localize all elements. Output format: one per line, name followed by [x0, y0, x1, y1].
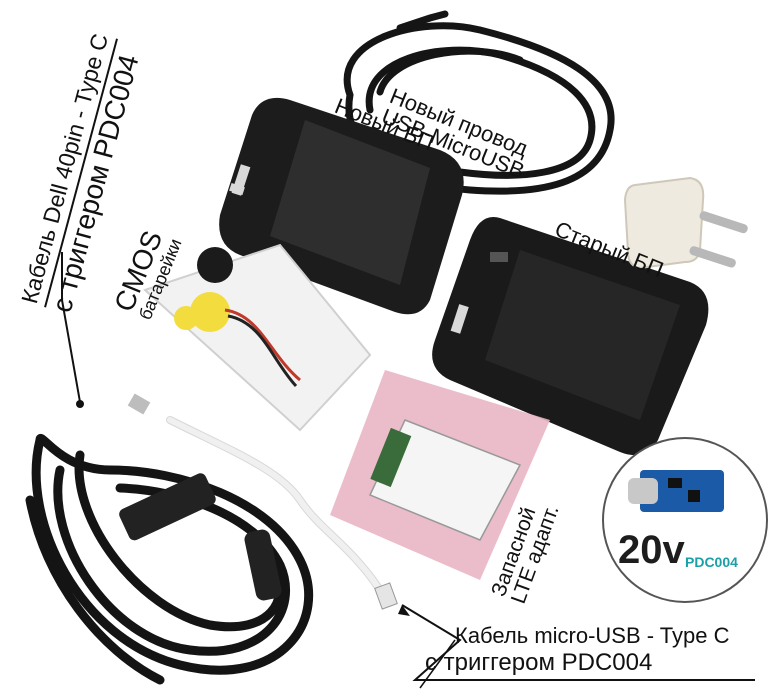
dell-cable-coil	[25, 433, 314, 685]
micro-cable-line2: с триггером PDC004	[425, 649, 653, 676]
dell-cable-callout-dot	[76, 400, 84, 408]
old-psu	[432, 216, 709, 456]
micro-usb-plug	[127, 393, 151, 415]
cmos-battery-bag	[143, 243, 372, 432]
micro-cable-line1: Кабель micro-USB - Type C	[455, 623, 730, 648]
type-c-plug	[374, 582, 398, 610]
micro-cable-label: Кабель micro-USB - Type C с триггером PD…	[425, 623, 730, 675]
dell-cable-callout-line	[61, 252, 81, 403]
badge-voltage: 20v	[618, 528, 685, 572]
ferrite-bead	[244, 529, 282, 601]
micro-usb-cable	[166, 416, 384, 594]
euro-plug-adapter	[623, 176, 748, 270]
pdc004-badge	[602, 437, 768, 603]
badge-model: PDC004	[685, 554, 738, 570]
velcro-strap	[119, 473, 216, 541]
lte-adapter-bag	[330, 370, 550, 580]
micro-cable-callout-line	[401, 604, 755, 681]
